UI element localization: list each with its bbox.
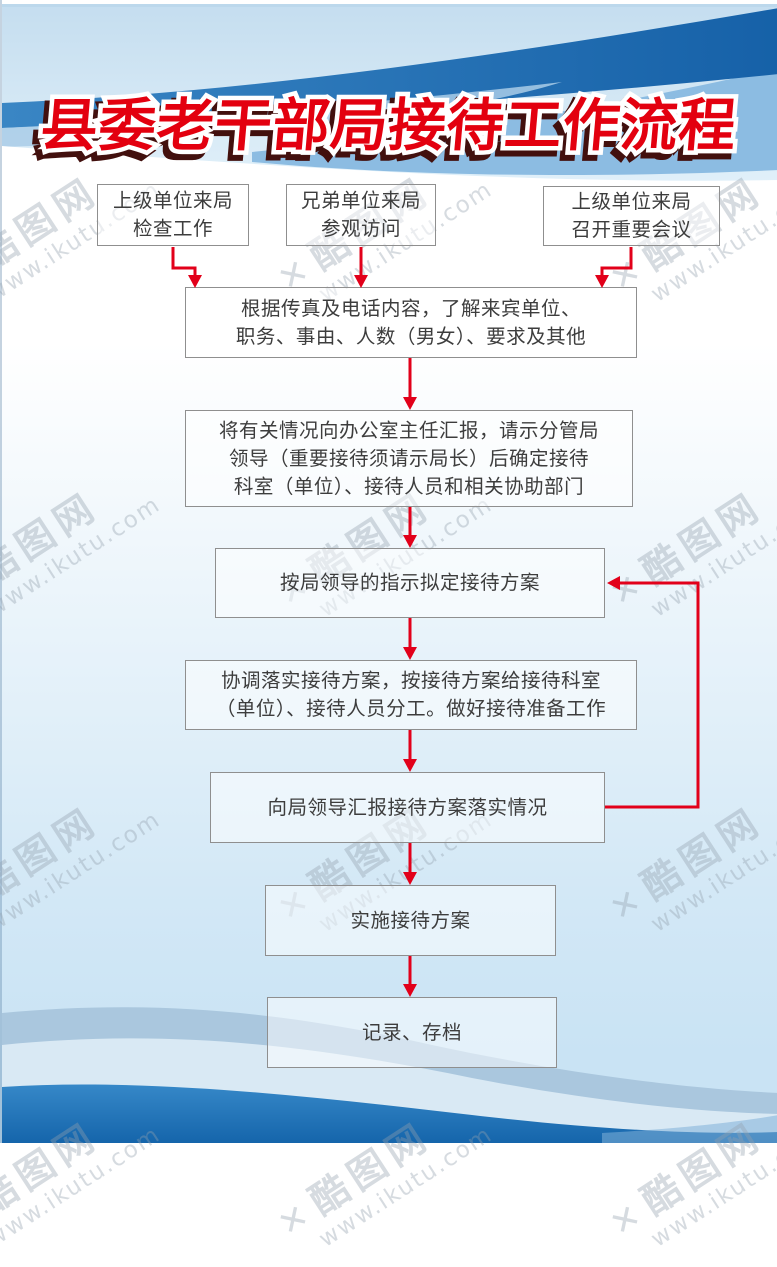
poster-title-shadow: 县委老干部局接待工作流程 bbox=[32, 99, 734, 165]
banner-dark-stripe bbox=[2, 8, 777, 128]
poster-title-text: 县委老干部局接待工作流程 bbox=[38, 93, 740, 159]
flow-box-step-2: 将有关情况向办公室主任汇报，请示分管局 领导（重要接待须请示局长）后确定接待 科… bbox=[185, 410, 633, 507]
arrowhead-step4 bbox=[403, 647, 417, 660]
flow-box-step-7: 记录、存档 bbox=[267, 997, 557, 1068]
flow-box-source-3: 上级单位来局 召开重要会议 bbox=[543, 186, 720, 246]
arrowhead-step3 bbox=[403, 535, 417, 548]
flow-box-step-5: 向局领导汇报接待方案落实情况 bbox=[210, 772, 605, 843]
flow-box-source-1: 上级单位来局 检查工作 bbox=[97, 184, 249, 246]
watermark-logo-icon: ✕ bbox=[270, 1192, 323, 1246]
arrow-source3-step1 bbox=[600, 247, 633, 276]
arrowhead-source1 bbox=[188, 275, 202, 288]
arrowhead-source3 bbox=[595, 275, 609, 288]
poster-title: 县委老干部局接待工作流程 县委老干部局接待工作流程 bbox=[28, 89, 744, 170]
wave-right-accent bbox=[602, 1115, 777, 1143]
flow-box-step-3: 按局领导的指示拟定接待方案 bbox=[215, 548, 605, 618]
watermark-logo-icon: ✕ bbox=[602, 1192, 655, 1246]
arrowhead-step7 bbox=[403, 984, 417, 997]
bottom-waves-graphic bbox=[2, 1007, 777, 1143]
wave-blue bbox=[2, 1084, 777, 1143]
flow-box-step-6: 实施接待方案 bbox=[265, 885, 556, 956]
flow-arrows bbox=[171, 247, 700, 997]
flow-box-source-2: 兄弟单位来局 参观访问 bbox=[286, 184, 436, 246]
banner-white-curve bbox=[2, 146, 777, 195]
arrowhead-source2 bbox=[354, 275, 368, 288]
arrowhead-feedback bbox=[607, 576, 620, 590]
arrowhead-step2 bbox=[403, 397, 417, 410]
flow-box-step-1: 根据传真及电话内容，了解来宾单位、 职务、事由、人数（男女）、要求及其他 bbox=[185, 287, 637, 358]
banner-left-swoosh bbox=[2, 82, 562, 147]
banner-medium-swoosh bbox=[252, 68, 777, 176]
flow-box-step-4: 协调落实接待方案，按接待方案给接待科室 （单位）、接待人员分工。做好接待准备工作 bbox=[185, 660, 637, 730]
arrow-feedback-step5-step3 bbox=[605, 581, 700, 809]
top-banner-graphic bbox=[2, 0, 777, 195]
arrow-source1-step1 bbox=[171, 247, 197, 276]
arrowhead-step5 bbox=[403, 759, 417, 772]
banner-top-line bbox=[2, 4, 777, 7]
banner-top-edge bbox=[2, 0, 777, 5]
arrowhead-step6 bbox=[403, 872, 417, 885]
